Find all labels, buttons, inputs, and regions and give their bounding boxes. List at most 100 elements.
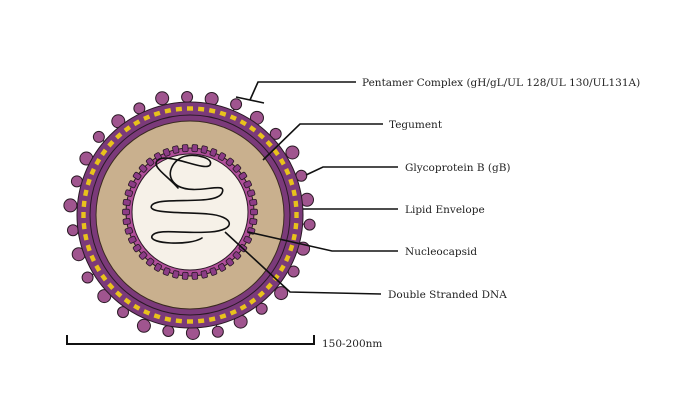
capsomer (191, 271, 199, 280)
lipid-segment (288, 178, 295, 186)
lipid-segment (219, 313, 227, 320)
lipid-segment (164, 316, 172, 322)
lipid-segment (153, 110, 161, 117)
leader-nucleocapsid (247, 231, 398, 252)
capsomer (181, 271, 189, 280)
lipid-segment (278, 158, 286, 166)
lipid-segment (229, 309, 237, 316)
lipid-segment (100, 148, 108, 157)
capsomer (122, 198, 131, 206)
capsomer (209, 267, 218, 276)
glycoprotein-knob (92, 130, 105, 143)
capsomer (232, 164, 242, 173)
labels: Pentamer Complex (gH/gL/UL 128/UL 130/UL… (362, 77, 640, 301)
lipid-segment (115, 290, 123, 298)
lipid-segment (175, 318, 183, 324)
lipid-segment (100, 273, 108, 282)
capsomer (138, 164, 148, 173)
lipid-segment (143, 114, 151, 121)
label-double-stranded-dna: Double Stranded DNA (388, 289, 507, 301)
capsomer (217, 152, 227, 161)
lipid-segment (89, 254, 96, 262)
lipid-segment (284, 254, 291, 262)
glycoprotein-knob (255, 302, 268, 315)
capsomer (200, 145, 208, 154)
capsomer (238, 171, 248, 181)
capsomer (132, 243, 142, 253)
lipid-segment (257, 290, 265, 298)
lipid-segment (94, 158, 102, 166)
lipid-envelope-layer (81, 106, 299, 324)
lipid-segment (272, 148, 280, 157)
lipid-segment (293, 200, 299, 208)
lipid-segment (288, 244, 295, 252)
lipid-segment (208, 316, 216, 322)
glycoprotein-knob (285, 145, 300, 160)
capsomer (132, 171, 142, 181)
glycoprotein-knob (181, 91, 194, 104)
lipid-segment (187, 106, 193, 111)
lipid-segment (175, 106, 183, 112)
lipid-segment (265, 140, 273, 148)
label-nucleocapsid: Nucleocapsid (405, 246, 477, 258)
glycoprotein-knob (117, 306, 130, 319)
lipid-segment (123, 125, 132, 133)
capsomer (250, 208, 258, 216)
dna-strand (150, 154, 231, 244)
capsomer (153, 263, 163, 272)
lipid-segment (133, 119, 141, 127)
glycoprotein-knob (155, 91, 170, 106)
lipid-segment (94, 264, 102, 272)
label-tegument: Tegument (389, 119, 443, 131)
lipid-segment (133, 303, 141, 311)
leader-pentamer (235, 81, 356, 104)
label-lipid-envelope: Lipid Envelope (405, 204, 485, 216)
capsomer (128, 235, 137, 244)
lipid-segment (291, 233, 297, 241)
capsomer (225, 157, 235, 167)
lipid-segment (81, 212, 86, 218)
lipid-segment (89, 168, 96, 176)
lipid-segment (293, 222, 299, 230)
capsomer (181, 144, 189, 153)
glycoprotein-knob (274, 286, 289, 301)
capsomer (124, 189, 134, 197)
lipid-segment (229, 114, 237, 121)
lipid-segment (208, 108, 216, 114)
capsomer (249, 218, 258, 226)
capsomer (145, 157, 155, 167)
lipid-segment (239, 303, 247, 311)
leader-glycoprotein (305, 166, 398, 176)
lipid-segment (291, 189, 297, 197)
lipid-segment (272, 273, 280, 282)
capsomer (172, 270, 180, 279)
glycoprotein-knob (162, 324, 175, 337)
capsomer (162, 267, 171, 276)
lipid-segment (265, 282, 273, 290)
label-glycoprotein-b: Glycoprotein B (gB) (405, 162, 511, 174)
lipid-segment (83, 189, 89, 197)
capsomer (249, 198, 258, 206)
lipid-segment (85, 244, 92, 252)
lipid-segment (153, 313, 161, 320)
lipid-segment (107, 282, 115, 290)
capsomer (225, 257, 235, 267)
lipid-segment (278, 264, 286, 272)
lipid-segment (248, 297, 257, 305)
capsomer (243, 235, 252, 244)
lipid-segment (81, 222, 87, 230)
glycoprotein-knob (211, 325, 224, 338)
lipid-segment (284, 168, 291, 176)
capsomer (217, 263, 227, 272)
capsomer (232, 251, 242, 260)
scale-bar: 150-200nm (66, 335, 382, 350)
capsomer (200, 270, 208, 279)
lipid-segment (107, 140, 115, 148)
lipid-segment (81, 200, 87, 208)
capsomer (162, 148, 171, 157)
leader-lines (224, 81, 398, 295)
leader-tegument (262, 123, 383, 161)
lipid-segment (143, 309, 151, 316)
capsomer (122, 208, 130, 216)
